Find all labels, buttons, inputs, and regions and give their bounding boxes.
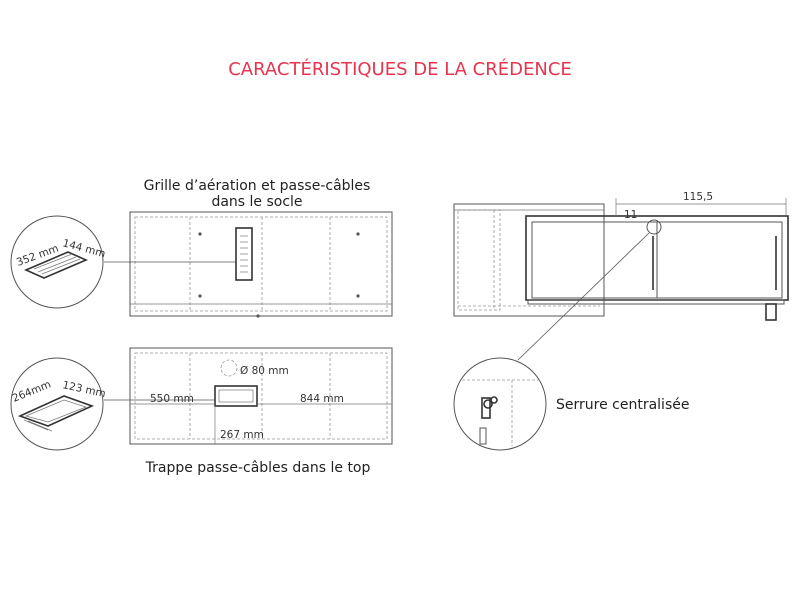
trap-right-distance: 844 mm <box>300 393 344 405</box>
lock-caption: Serrure centralisée <box>556 397 689 413</box>
lock-detail-circle <box>453 357 547 451</box>
cable-hole-diameter: Ø 80 mm <box>240 365 289 377</box>
plinth-panel-drawing <box>129 211 393 318</box>
lock-marker <box>646 219 662 235</box>
trap-detail-circle <box>10 357 104 451</box>
cabinet-side-view <box>453 203 605 317</box>
trap-depth-distance: 267 mm <box>220 429 264 441</box>
cabinet-foot <box>765 303 777 321</box>
cabinet-width-dim: 115,5 <box>683 191 713 203</box>
cabinet-front-view <box>525 215 789 305</box>
cabinet-offset-dim: 11 <box>624 209 637 221</box>
vent-dim-width: 144 mm <box>61 237 106 260</box>
top-caption: Trappe passe-câbles dans le top <box>145 460 371 476</box>
lock-leader-line <box>517 232 650 361</box>
vent-caption-line2: dans le socle <box>211 194 302 210</box>
vent-caption-line1: Grille d’aération et passe-câbles <box>144 178 371 194</box>
cable-hole-circle <box>220 359 238 377</box>
vent-detail-circle <box>10 215 104 309</box>
trap-left-distance: 550 mm <box>150 393 194 405</box>
cable-trap <box>214 385 258 407</box>
page-title: CARACTÉRISTIQUES DE LA CRÉDENCE <box>228 58 572 80</box>
ventilation-grille <box>235 227 253 281</box>
top-panel-drawing <box>129 347 393 445</box>
